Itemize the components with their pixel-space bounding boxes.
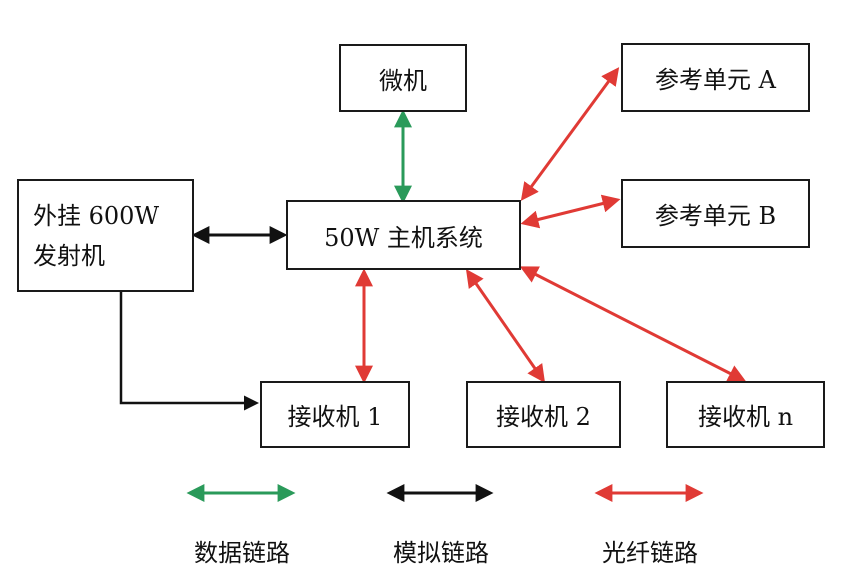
receiver-1-label: 接收机 1 (287, 403, 383, 431)
receiver-1-box: 接收机 1 (260, 381, 410, 448)
external-transmitter-label-line2: 发射机 (33, 241, 105, 270)
reference-a-box: 参考单元 A (621, 43, 810, 112)
legend-fiber-link-label: 光纤链路 (602, 539, 698, 567)
host-system-box: 50W 主机系统 (286, 200, 521, 270)
receiver-n-box: 接收机 n (666, 381, 825, 448)
microcomputer-box: 微机 (339, 44, 467, 112)
reference-b-label: 参考单元 B (654, 202, 777, 230)
edge-transmitter-receiver1 (119, 292, 259, 411)
external-transmitter-box: 外挂 600W 发射机 (17, 179, 194, 292)
legend-data-link-label: 数据链路 (194, 539, 290, 567)
external-transmitter-label-line1: 外挂 600W (33, 201, 160, 230)
host-system-label: 50W 主机系统 (324, 223, 483, 252)
receiver-n-label: 接收机 n (697, 403, 794, 431)
edge-host-receiver2 (465, 269, 546, 383)
legend-analog-link-label: 模拟链路 (393, 539, 489, 567)
edge-host-receivern (519, 266, 747, 382)
edge-host-reference-b (520, 194, 621, 229)
reference-b-box: 参考单元 B (621, 179, 810, 248)
receiver-2-box: 接收机 2 (466, 381, 621, 448)
reference-a-label: 参考单元 A (655, 66, 776, 94)
receiver-2-label: 接收机 2 (496, 403, 591, 431)
microcomputer-label: 微机 (379, 66, 427, 95)
edge-host-reference-a (520, 67, 620, 201)
